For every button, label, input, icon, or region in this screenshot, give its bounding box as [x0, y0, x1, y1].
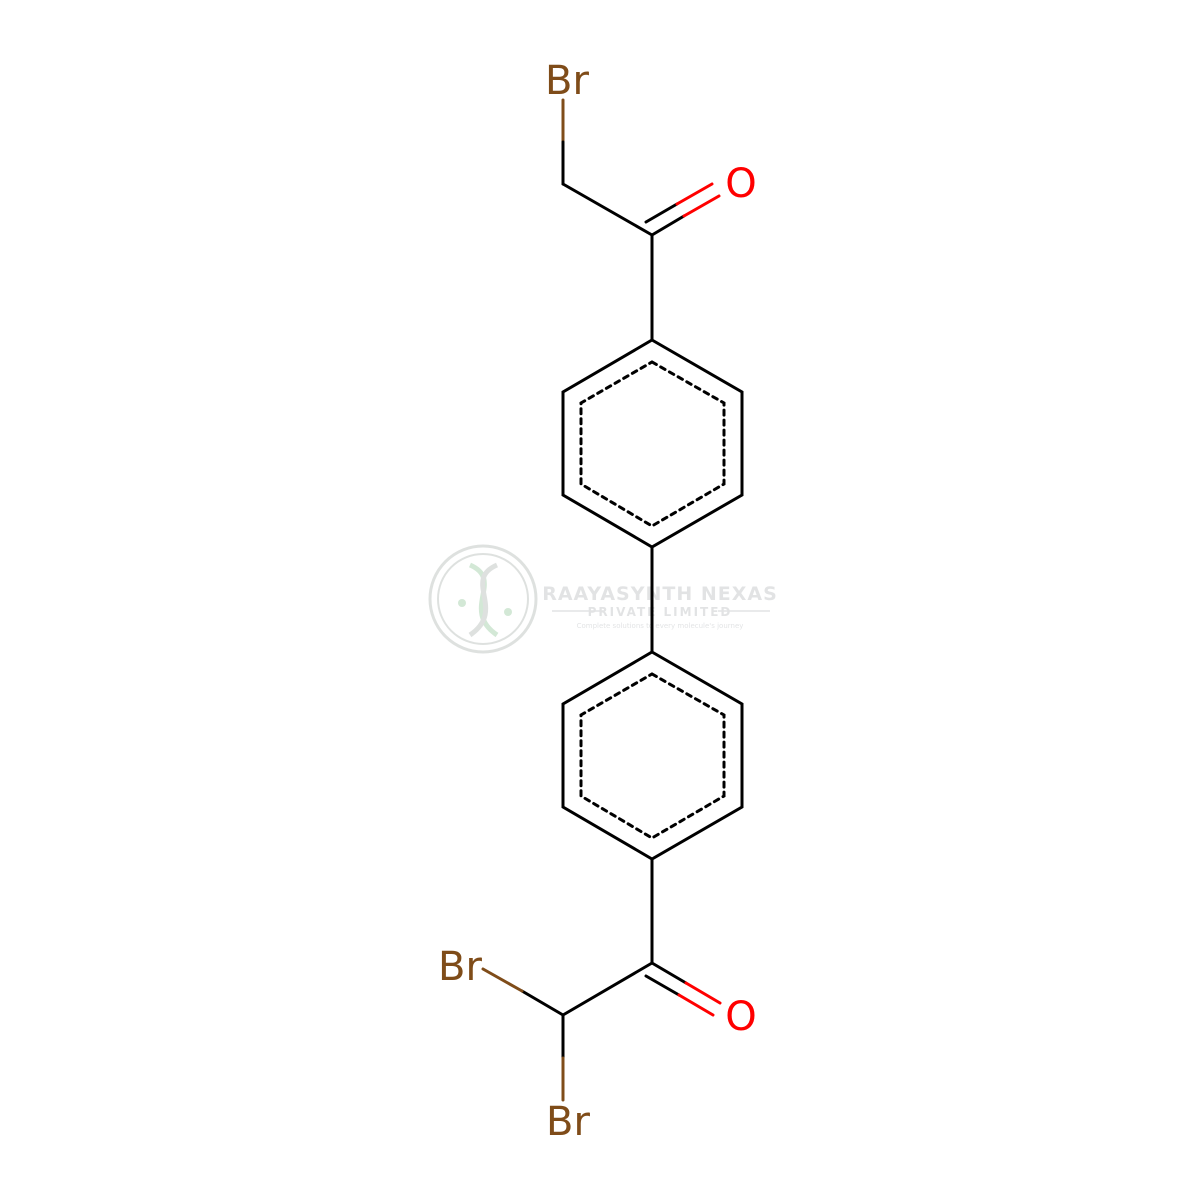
bond-co-top-b	[644, 202, 679, 224]
watermark-logo-icon	[428, 544, 538, 654]
bond-co-top-a-red	[682, 194, 721, 218]
bond-co-bottom-a-red	[684, 981, 722, 1005]
atom-br-top: Br	[545, 58, 589, 104]
atom-o-top: O	[725, 161, 756, 207]
bond-c-br-left-color	[481, 967, 524, 993]
atom-labels: Br O Br O Br	[438, 58, 757, 1145]
watermark: RAAYASYNTH NEXAS PRIVATE LIMITED Complet…	[428, 544, 778, 654]
bond-ch2-carbonyl-top	[561, 182, 654, 237]
bond-co-bottom-b-red	[677, 993, 715, 1017]
ring-lower-outer	[561, 650, 744, 861]
atom-br-bottom-left: Br	[438, 944, 482, 990]
atom-br-bottom: Br	[546, 1099, 590, 1145]
bonds	[481, 98, 744, 1102]
bond-co-bottom-a	[650, 961, 688, 985]
ring-upper-outer	[561, 338, 744, 549]
watermark-subtitle: PRIVATE LIMITED	[588, 605, 733, 619]
ring-lower-inner-dashed	[579, 672, 726, 840]
bond-c-br-left	[520, 989, 565, 1017]
bond-co-top-a	[650, 214, 686, 237]
watermark-tagline: Complete solutions to every molecule's j…	[577, 622, 744, 630]
bond-co-top-b-red	[675, 182, 714, 206]
atom-o-bottom: O	[725, 994, 756, 1040]
ring-upper-inner-dashed	[579, 360, 726, 528]
watermark-title: RAAYASYNTH NEXAS	[542, 583, 778, 605]
bond-carbonyl-chbr2	[561, 961, 654, 1017]
bond-co-bottom-b	[644, 974, 681, 997]
